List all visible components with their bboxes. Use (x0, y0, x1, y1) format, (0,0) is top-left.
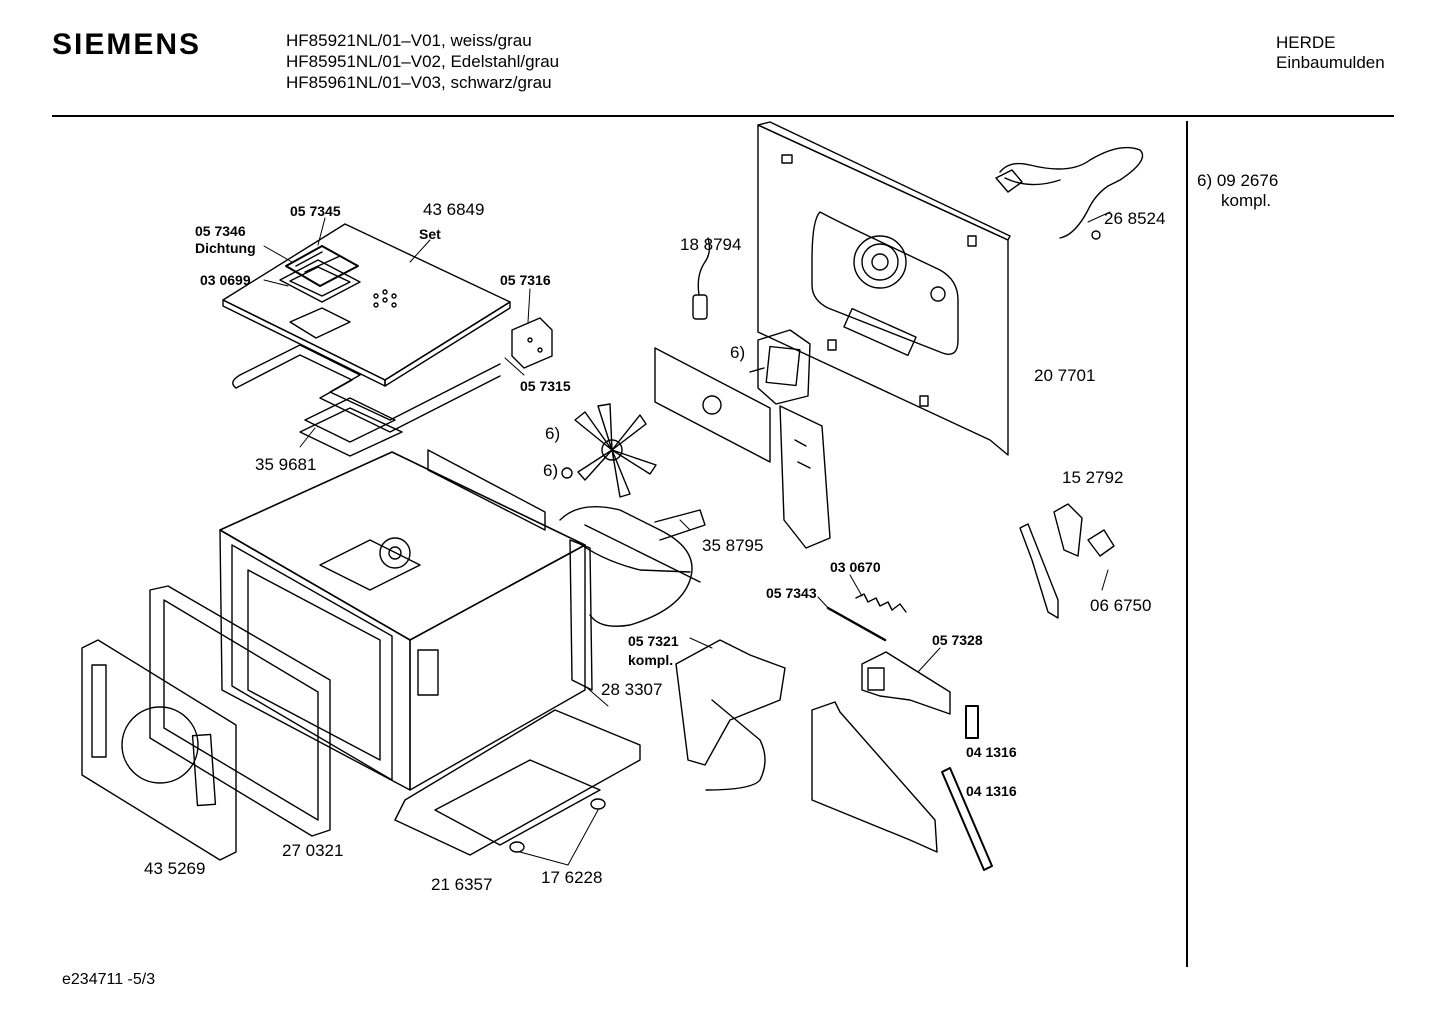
microswitch (1087, 529, 1115, 557)
window-seal-frame (279, 259, 361, 303)
part-label: Dichtung (195, 240, 256, 256)
top-cover-plate (222, 223, 511, 387)
rear-panel (757, 121, 1011, 456)
base-tray (394, 709, 641, 856)
part-label: 05 7321 (628, 633, 679, 649)
part-label: 28 3307 (601, 680, 663, 699)
part-label: 06 6750 (1090, 596, 1152, 615)
mains-cable (995, 146, 1144, 240)
part-label: 27 0321 (282, 841, 344, 860)
fan-blade (561, 403, 657, 498)
part-label: 20 7701 (1034, 366, 1096, 385)
part-label: 35 8795 (702, 536, 764, 555)
air-duct (779, 405, 831, 549)
heating-element-top (232, 344, 501, 457)
door-lock-switch (1053, 503, 1083, 557)
part-label: 05 7343 (766, 585, 817, 601)
hinge-bracket-left (675, 639, 786, 791)
side-divider (1186, 121, 1188, 967)
header-divider (52, 115, 1394, 117)
side-note-line1: 6) 09 2676 (1197, 171, 1279, 190)
hinge-bracket-right (861, 651, 951, 715)
part-label: 6) (545, 424, 561, 443)
ring-heating-element (559, 505, 706, 627)
part-label: kompl. (628, 652, 674, 668)
door-lock-bracket (1019, 523, 1059, 619)
part-label: 6) (730, 343, 746, 362)
brand-logo: SIEMENS (52, 28, 202, 61)
oven-cavity (219, 449, 586, 791)
model-line: HF85961NL/01–V03, schwarz/grau (286, 73, 552, 92)
document-id: e234711 -5/3 (62, 971, 156, 988)
inner-door-panel (81, 639, 237, 861)
side-note-line2: kompl. (1221, 191, 1272, 210)
category-line2: Einbaumulden (1276, 53, 1385, 72)
part-label: 26 8524 (1104, 209, 1166, 228)
part-label: 35 9681 (255, 455, 317, 474)
part-label: 43 5269 (144, 859, 206, 878)
part-label: 18 8794 (680, 235, 742, 254)
category: HERDE Einbaumulden (1276, 33, 1385, 73)
part-label: 03 0699 (200, 272, 251, 288)
part-label: 05 7346 (195, 223, 246, 239)
part-label: 15 2792 (1062, 468, 1124, 487)
part-label: 05 7328 (932, 632, 983, 648)
part-label: 04 1316 (966, 783, 1017, 799)
hinge-rod (826, 606, 887, 642)
part-label: 04 1316 (966, 744, 1017, 760)
side-note: 6) 09 2676 kompl. (1197, 171, 1278, 211)
side-insulation (569, 539, 593, 691)
side-plate (811, 701, 938, 853)
part-label: 05 7316 (500, 272, 551, 288)
part-label: 43 6849 (423, 200, 485, 219)
model-line: HF85921NL/01–V01, weiss/grau (286, 31, 532, 50)
element-bracket (511, 317, 553, 369)
window-glass-pane (285, 245, 359, 287)
spacer-strip-short (965, 705, 979, 739)
leader-lines (263, 211, 1111, 866)
hinge-spring (855, 593, 907, 613)
category-line1: HERDE (1276, 33, 1336, 52)
fan-motor (749, 329, 811, 405)
model-list: HF85921NL/01–V01, weiss/grau HF85951NL/0… (286, 30, 559, 93)
model-line: HF85951NL/01–V02, Edelstahl/grau (286, 52, 560, 71)
part-label: 6) (543, 461, 559, 480)
motor-mount-plate (654, 347, 771, 463)
part-label: 05 7345 (290, 203, 341, 219)
spacer-strip-long (941, 767, 993, 871)
part-label: 21 6357 (431, 875, 493, 894)
capacitor (692, 237, 711, 320)
feet (509, 798, 606, 853)
part-label: 03 0670 (830, 559, 881, 575)
part-label: Set (419, 226, 441, 242)
door-seal-frame (149, 585, 331, 837)
part-label: 05 7315 (520, 378, 571, 394)
part-label: 17 6228 (541, 868, 603, 887)
